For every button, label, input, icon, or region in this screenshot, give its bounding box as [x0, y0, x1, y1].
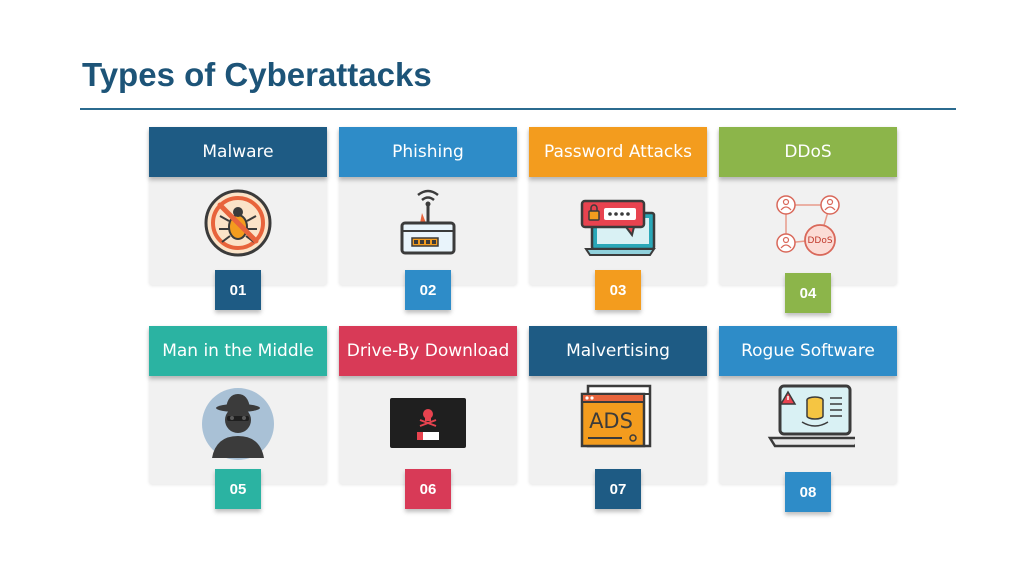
- card-header: DDoS: [719, 127, 897, 177]
- card-ddos: DDoS DDoS 04: [719, 127, 897, 313]
- card-number: 05: [215, 469, 261, 509]
- hacker-spy-icon: [202, 388, 274, 460]
- card-header: Password Attacks: [529, 127, 707, 177]
- card-number: 06: [405, 469, 451, 509]
- title-divider: [80, 108, 956, 110]
- skull-screen-icon: [390, 398, 466, 448]
- ddos-network-icon: DDoS: [776, 195, 840, 256]
- malware-bug-icon: [204, 189, 272, 257]
- card-number: 07: [595, 469, 641, 509]
- ads-window-icon: ADS: [580, 384, 652, 448]
- ads-icon-text: ADS: [589, 409, 633, 433]
- rogue-laptop-icon: [767, 384, 855, 448]
- page-title: Types of Cyberattacks: [82, 56, 432, 93]
- password-lock-icon: [580, 199, 656, 256]
- card-number: 02: [405, 270, 451, 310]
- card-header: Malware: [149, 127, 327, 177]
- card-number: 08: [785, 472, 831, 512]
- card-malware: Malware 01: [149, 127, 327, 310]
- phishing-router-icon: [400, 189, 456, 255]
- card-drive-by-download: Drive-By Download 06: [339, 326, 517, 509]
- card-header: Rogue Software: [719, 326, 897, 376]
- card-malvertising: Malvertising ADS 07: [529, 326, 707, 509]
- card-phishing: Phishing 02: [339, 127, 517, 310]
- card-header: Phishing: [339, 127, 517, 177]
- card-header: Man in the Middle: [149, 326, 327, 376]
- card-man-in-the-middle: Man in the Middle 05: [149, 326, 327, 509]
- card-number: 04: [785, 273, 831, 313]
- card-password-attacks: Password Attacks 03: [529, 127, 707, 310]
- card-header: Drive-By Download: [339, 326, 517, 376]
- ddos-icon-text: DDoS: [807, 236, 832, 246]
- card-header: Malvertising: [529, 326, 707, 376]
- card-number: 03: [595, 270, 641, 310]
- card-rogue-software: Rogue Software 08: [719, 326, 897, 512]
- card-number: 01: [215, 270, 261, 310]
